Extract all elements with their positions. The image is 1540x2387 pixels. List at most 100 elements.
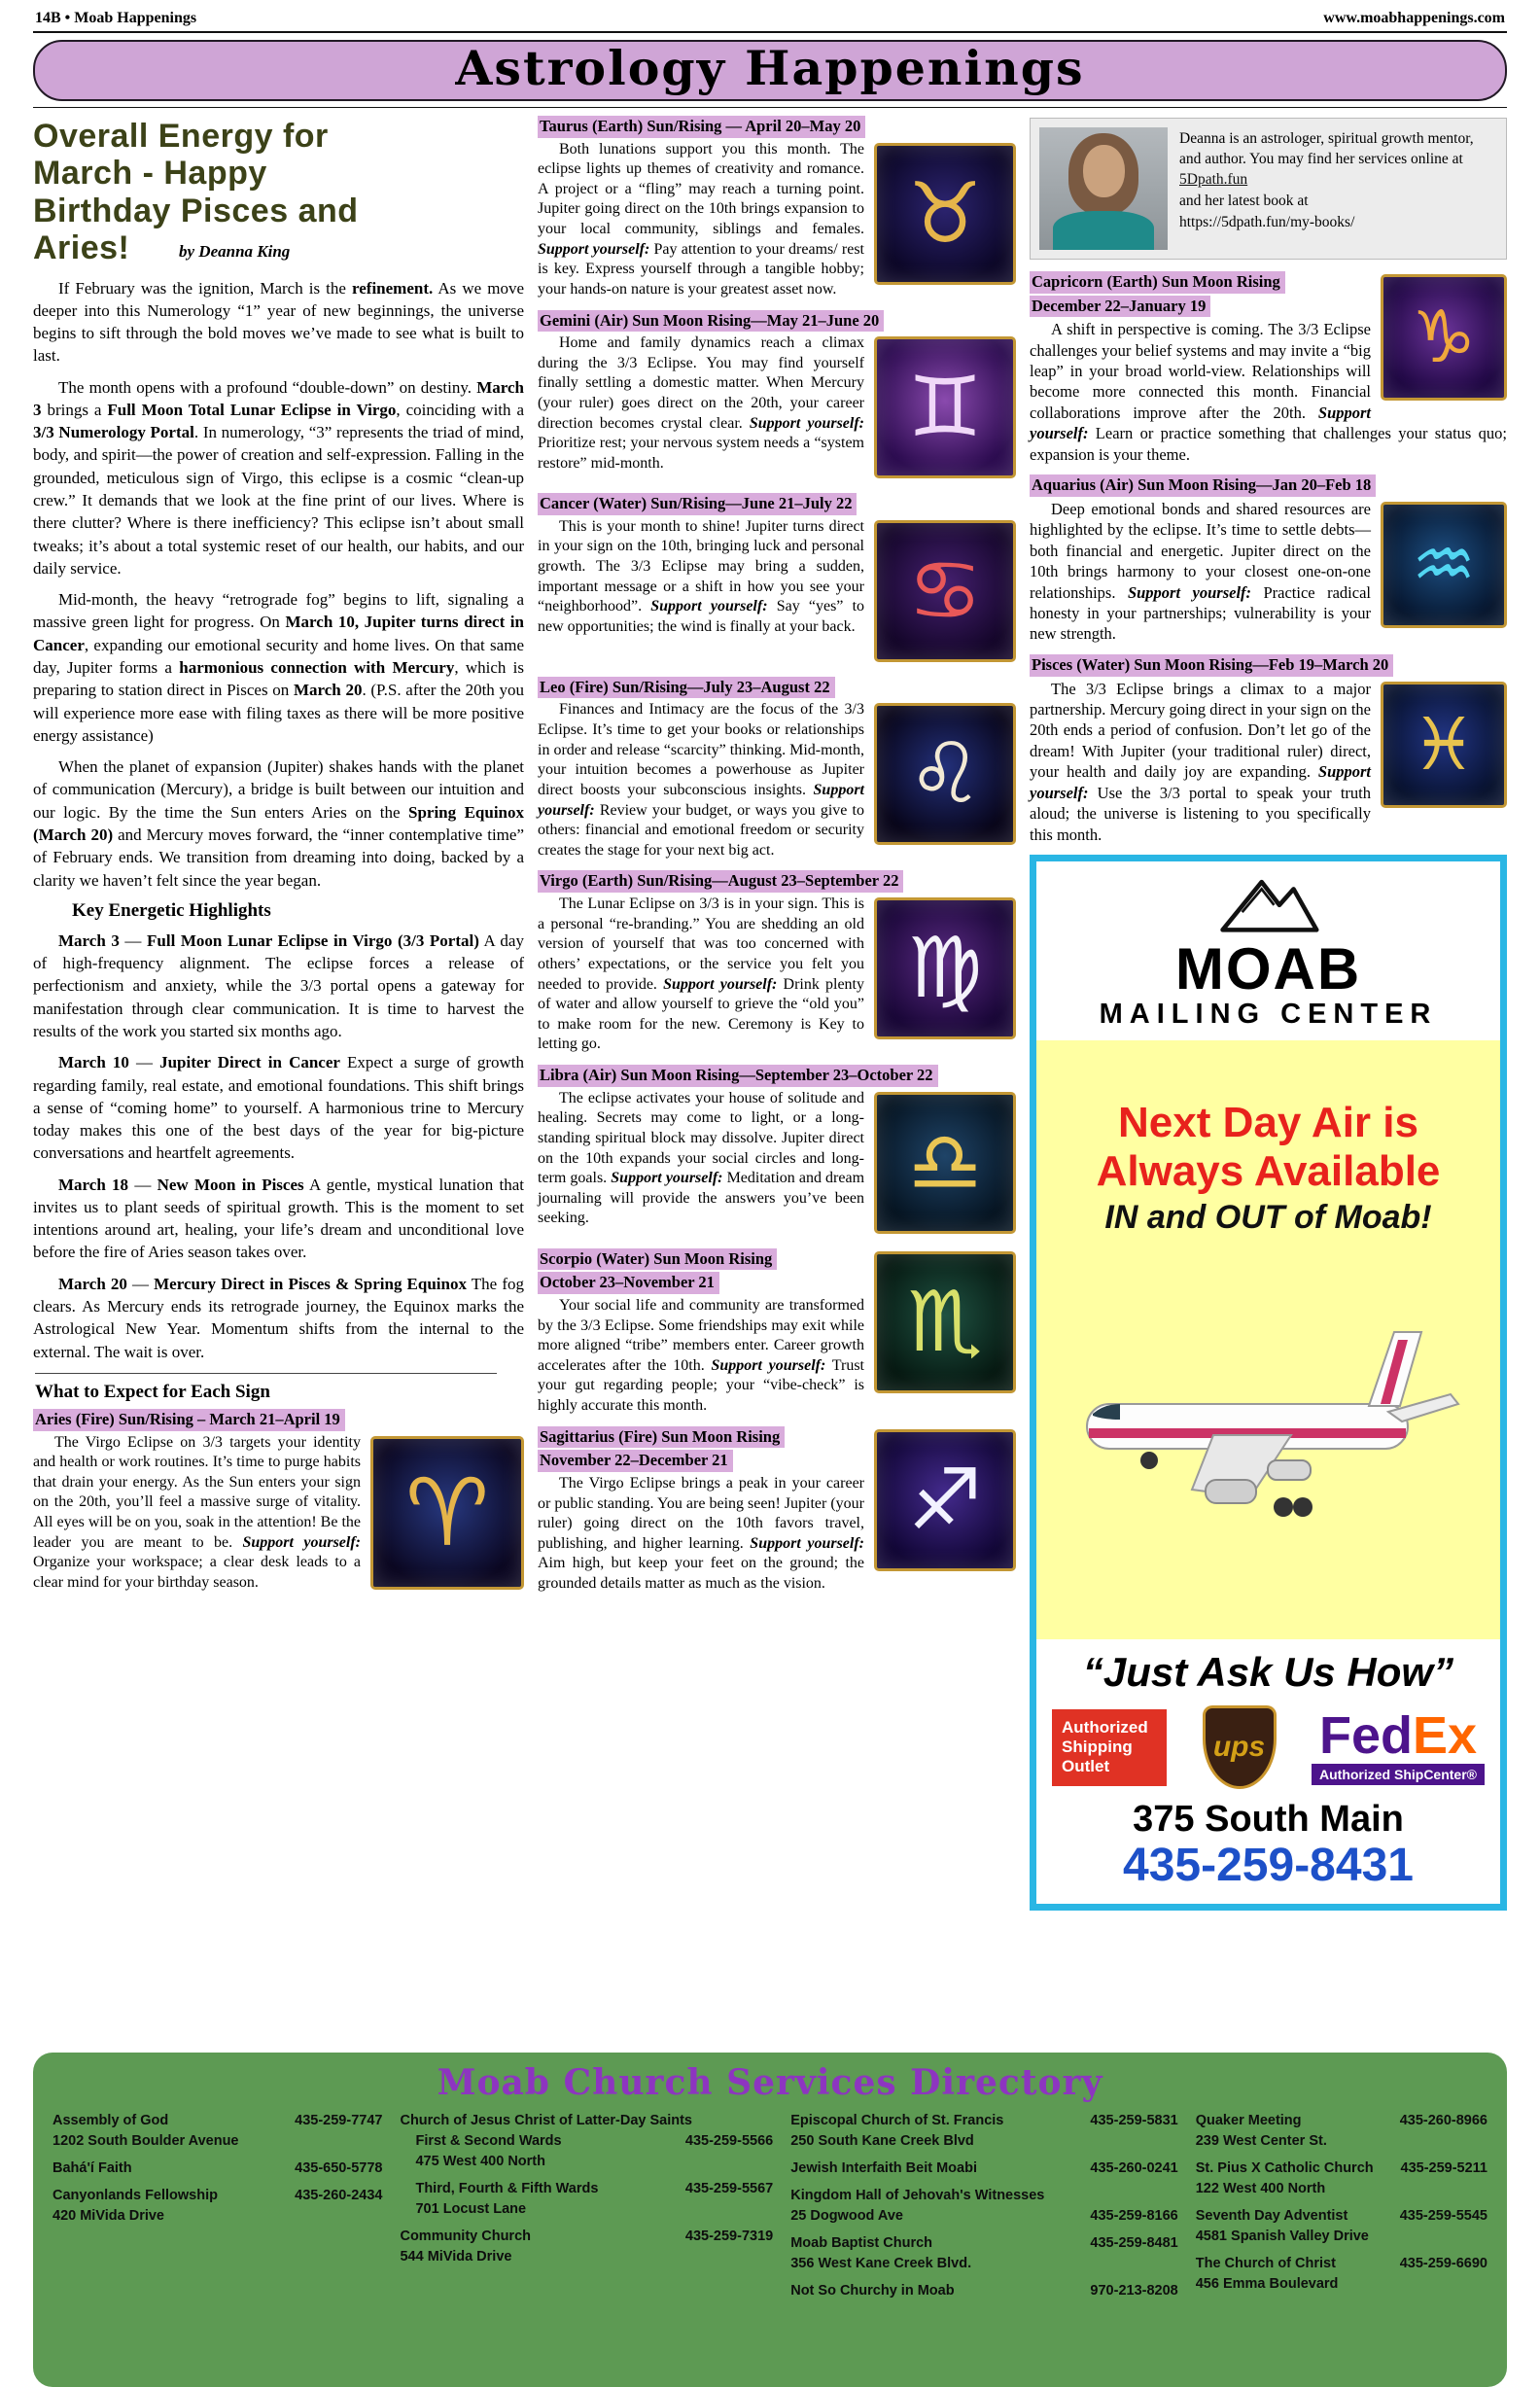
gemini-icon: ♊ <box>907 359 983 457</box>
sign-section-cancer: Cancer (Water) Sun/Rising—June 21–July 2… <box>538 493 1016 667</box>
highlight-paragraph: March 10 — Jupiter Direct in Cancer Expe… <box>33 1053 524 1163</box>
title-line: Aries! <box>33 229 130 267</box>
sign-body: Both lunations support you this month. T… <box>538 140 865 298</box>
sign-body: The Lunar Eclipse on 3/3 is in your sign… <box>538 895 865 1053</box>
church-phone: 435-650-5778 <box>295 2159 383 2176</box>
church-name: Seventh Day Adventist <box>1195 2207 1348 2224</box>
directory-entry: Bahá'í Faith 435-650-5778 <box>52 2159 382 2179</box>
sign-body: Your social life and community are trans… <box>538 1296 864 1414</box>
sign-header: Sagittarius (Fire) Sun Moon Rising <box>538 1425 786 1449</box>
ad-address: 375 South Main <box>1133 1799 1404 1841</box>
sign-header: Cancer (Water) Sun/Rising—June 21–July 2… <box>538 493 858 515</box>
fedex-ex-text: Ex <box>1412 1706 1478 1766</box>
authorized-shipping-badge: Authorized Shipping Outlet <box>1052 1708 1167 1786</box>
sign-header-dates: November 22–December 21 <box>538 1450 733 1472</box>
directory-entry: Church of Jesus Christ of Latter-Day Sai… <box>400 2111 773 2131</box>
sagittarius-zodiac-tile: ♐ <box>874 1428 1016 1571</box>
highlight-paragraph: March 3 — Full Moon Lunar Eclipse in Vir… <box>33 930 524 1040</box>
church-name: Not So Churchy in Moab <box>790 2282 955 2299</box>
sign-header: Taurus (Earth) Sun/Rising — April 20–May… <box>538 115 866 138</box>
church-name: Kingdom Hall of Jehovah's Witnesses <box>790 2187 1045 2203</box>
gemini-zodiac-tile: ♊ <box>874 336 1016 479</box>
sign-section-scorpio: ♏ Scorpio (Water) Sun Moon Rising Octobe… <box>538 1247 1016 1417</box>
church-phone: 435-259-7319 <box>684 2228 774 2244</box>
moab-mailing-ad: MOAB MAILING CENTER Next Day Air is Alwa… <box>1030 855 1507 1911</box>
sign-section-capricorn: ♑ Capricorn (Earth) Sun Moon Rising Dece… <box>1030 270 1507 465</box>
left-column: Overall Energy for March - Happy Birthda… <box>33 116 524 2041</box>
page-title: Astrology Happenings <box>455 40 1085 96</box>
directory-entry: 4581 Spanish Valley Drive <box>1196 2227 1488 2247</box>
photo-shirt-shape <box>1053 210 1154 250</box>
church-name: Moab Baptist Church <box>790 2234 933 2251</box>
church-address: 1202 South Boulder Avenue <box>52 2132 239 2149</box>
church-name: Episcopal Church of St. Francis <box>790 2112 1004 2128</box>
masthead-left: 14B • Moab Happenings <box>35 10 197 26</box>
airplane-image <box>1085 1331 1460 1518</box>
church-name: St. Pius X Catholic Church <box>1195 2159 1374 2176</box>
ad-headline-2: Always Available <box>1096 1146 1441 1195</box>
sign-body: The Virgo Eclipse brings a peak in your … <box>538 1474 865 1592</box>
directory-entry: 122 West 400 North <box>1196 2179 1488 2199</box>
church-phone: 435-259-5831 <box>1090 2112 1178 2128</box>
directory-entry: 250 South Kane Creek Blvd <box>790 2131 1178 2152</box>
church-directory: Moab Church Services Directory Assembly … <box>33 2052 1507 2387</box>
masthead-url[interactable]: www.moabhappenings.com <box>1323 10 1505 26</box>
sign-section-leo: Leo (Fire) Sun/Rising—July 23–August 22 … <box>538 676 1016 861</box>
bio-intro: Deanna is an astrologer, spiritual growt… <box>1179 129 1474 167</box>
sign-header: Capricorn (Earth) Sun Moon Rising <box>1030 270 1285 294</box>
pisces-icon: ♓ <box>1411 702 1477 787</box>
sign-header: Leo (Fire) Sun/Rising—July 23–August 22 <box>538 676 835 699</box>
directory-entry: 420 MiVida Drive <box>52 2206 382 2227</box>
title-line: March - Happy <box>33 155 267 193</box>
libra-zodiac-tile: ♎ <box>874 1091 1016 1234</box>
website-link[interactable]: 5Dpath.fun <box>1179 170 1248 188</box>
directory-entry: 1202 South Boulder Avenue <box>52 2131 382 2152</box>
section-divider <box>35 1372 497 1374</box>
book-url[interactable]: https://5dpath.fun/my-books/ <box>1179 213 1355 230</box>
ad-phone: 435-259-8431 <box>1123 1840 1414 1892</box>
directory-entry: 544 MiVida Drive <box>400 2247 773 2267</box>
church-phone: 970-213-8208 <box>1090 2282 1178 2299</box>
directory-entry: Assembly of God 435-259-7747 <box>52 2111 382 2131</box>
scorpio-icon: ♏ <box>907 1273 983 1371</box>
directory-entry: Seventh Day Adventist 435-259-5545 <box>1196 2206 1488 2227</box>
directory-column-3: Episcopal Church of St. Francis 435-259-5… <box>790 2111 1178 2301</box>
church-name: Church of Jesus Christ of Latter-Day Sai… <box>400 2112 692 2128</box>
sign-body: This is your month to shine! Jupiter tur… <box>538 517 865 635</box>
church-address: 250 South Kane Creek Blvd <box>790 2132 974 2149</box>
church-address: 122 West 400 North <box>1195 2180 1326 2196</box>
highlight-paragraph: March 20 — Mercury Direct in Pisces & Sp… <box>33 1274 524 1361</box>
church-address: 4581 Spanish Valley Drive <box>1195 2228 1369 2244</box>
church-name: Assembly of God <box>52 2112 169 2128</box>
fedex-logo: FedEx Authorized ShipCenter® <box>1312 1706 1485 1786</box>
masthead: 14B • Moab Happenings www.moabhappenings… <box>33 8 1507 31</box>
expect-heading: What to Expect for Each Sign <box>35 1381 270 1402</box>
sign-body: The eclipse activates your house of soli… <box>538 1089 865 1227</box>
directory-entry: 356 West Kane Creek Blvd. <box>790 2254 1178 2274</box>
church-phone: 435-260-8966 <box>1399 2112 1488 2128</box>
sign-header: Aries (Fire) Sun/Rising – March 21–April… <box>33 1408 345 1431</box>
sign-section-aries: Aries (Fire) Sun/Rising – March 21–April… <box>33 1408 524 1595</box>
church-phone: 435-260-0241 <box>1090 2159 1178 2176</box>
sign-body: Finances and Intimacy are the focus of t… <box>538 701 864 859</box>
directory-entry: 239 West Center St. <box>1196 2131 1488 2152</box>
photo-face-shape <box>1083 144 1125 197</box>
church-phone: 435-259-7747 <box>295 2112 383 2128</box>
fedex-fed-text: Fed <box>1318 1706 1413 1766</box>
church-name: Bahá'í Faith <box>52 2159 132 2176</box>
pisces-zodiac-tile: ♓ <box>1381 681 1507 808</box>
aries-zodiac-tile: ♈ <box>370 1435 524 1590</box>
sign-section-gemini: Gemini (Air) Sun Moon Rising—May 21–June… <box>538 309 1016 484</box>
church-phone: 435-259-5545 <box>1399 2207 1488 2224</box>
title-line: Birthday Pisces and <box>33 192 359 229</box>
aquarius-zodiac-tile: ♒ <box>1381 501 1507 628</box>
sign-header: Virgo (Earth) Sun/Rising—August 23–Septe… <box>538 870 904 893</box>
ad-tagline: “Just Ask Us How” <box>1082 1649 1454 1696</box>
